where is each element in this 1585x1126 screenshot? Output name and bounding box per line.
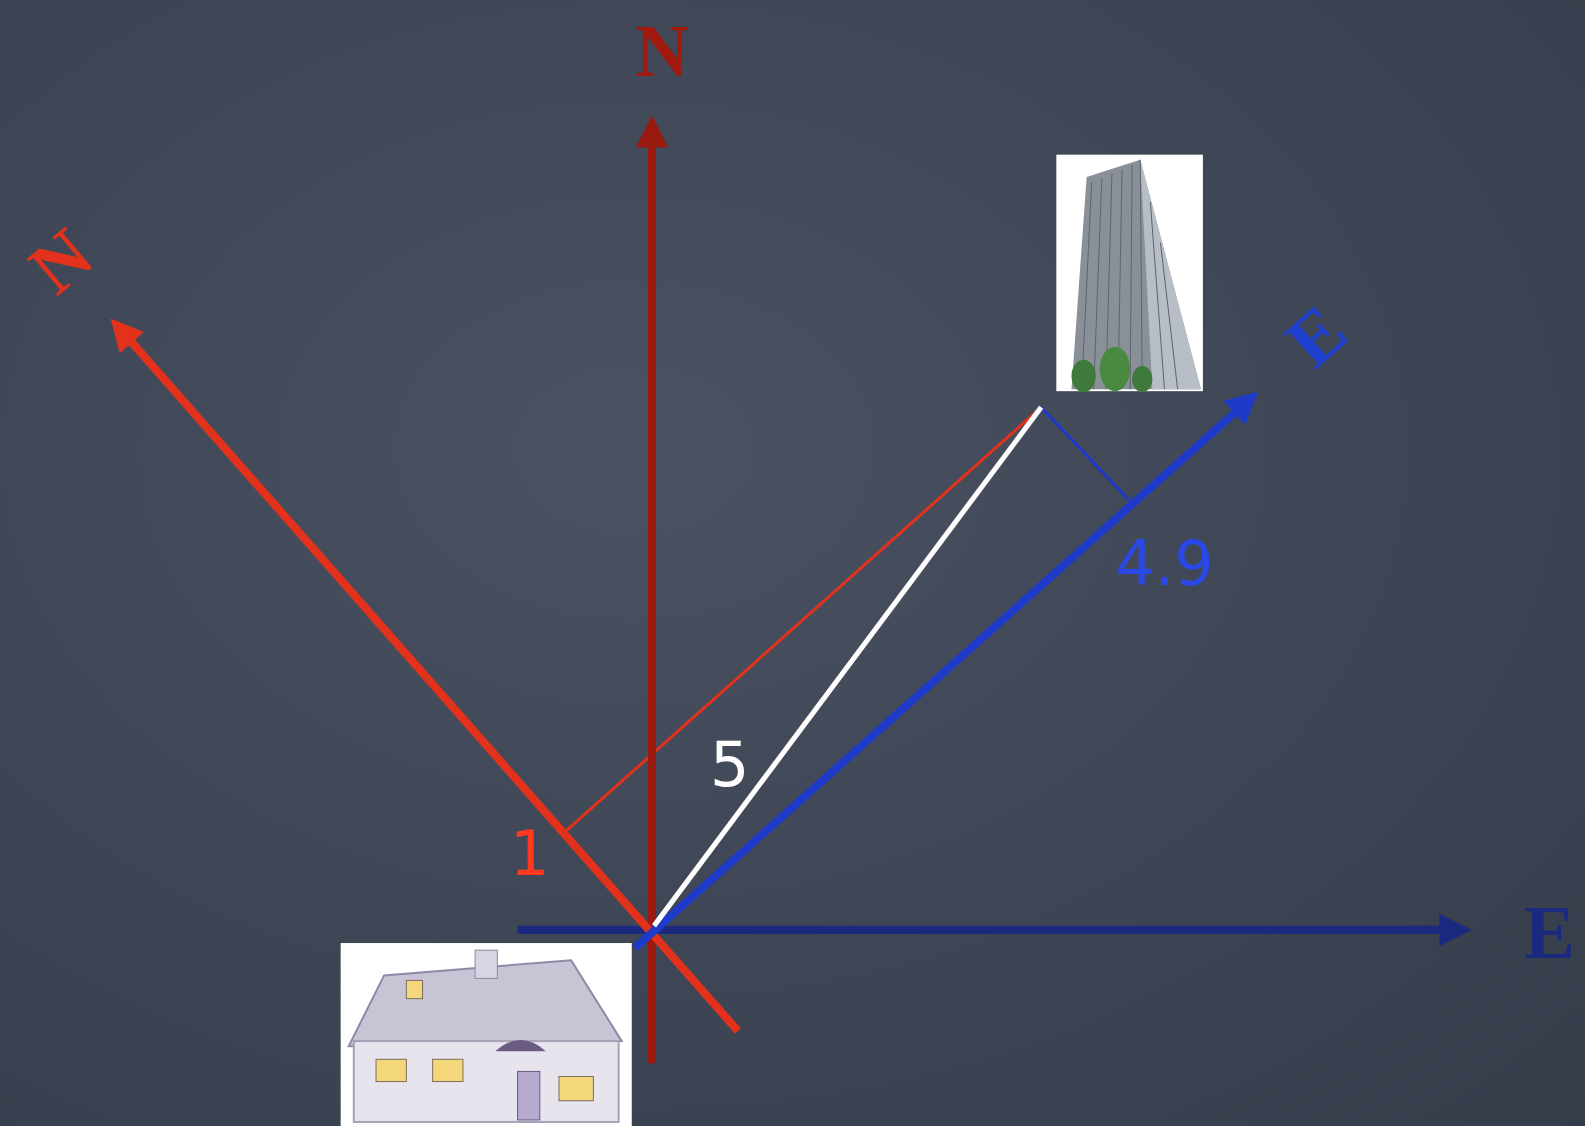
house-picture <box>341 943 632 1126</box>
building-picture <box>1056 155 1203 393</box>
projection-line <box>1041 407 1129 500</box>
axis-letter: N <box>16 215 105 306</box>
axis-letter: E <box>1524 894 1575 970</box>
component-value: 1 <box>510 823 549 885</box>
axis-letter: E <box>1273 292 1359 380</box>
magnitude-value: 5 <box>710 734 749 796</box>
projection-line <box>566 407 1041 831</box>
rotated-east-axis <box>635 402 1247 948</box>
axis-letter: N <box>635 14 688 88</box>
displacement-line <box>654 407 1041 926</box>
rotated-north-axis <box>121 331 738 1031</box>
component-value: 4.9 <box>1115 533 1214 595</box>
